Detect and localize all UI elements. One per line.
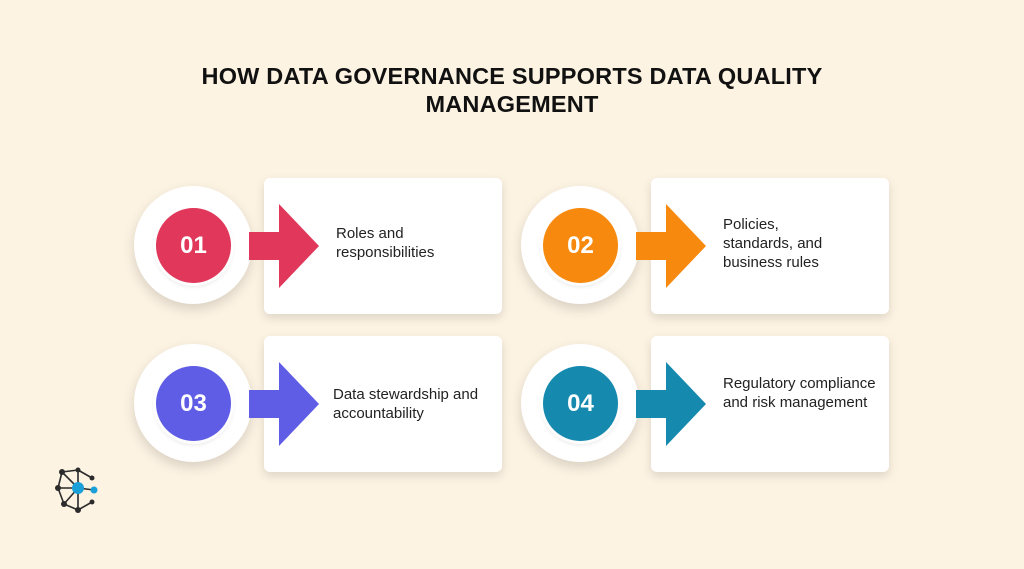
step-card-01: 01 Roles and responsibilities — [134, 178, 514, 318]
step-label: Data stewardship and accountability — [333, 386, 479, 422]
arrow-right-icon — [636, 362, 706, 446]
arrow-shape — [636, 362, 706, 446]
arrow-shape — [249, 362, 319, 446]
step-card-02: 02 Policies, standards, and business rul… — [521, 178, 901, 318]
arrow-right-icon — [249, 204, 319, 288]
step-label: Roles and responsibilities — [336, 225, 435, 261]
arrow-right-icon — [249, 362, 319, 446]
step-card-04: 04 Regulatory compliance and risk manage… — [521, 336, 901, 476]
page-title: HOW DATA GOVERNANCE SUPPORTS DATA QUALIT… — [201, 63, 823, 117]
step-number-badge: 03 — [156, 366, 231, 441]
step-number-badge: 04 — [543, 366, 618, 441]
step-number-badge: 01 — [156, 208, 231, 283]
arrow-right-icon — [636, 204, 706, 288]
step-label: Policies, standards, and business rules — [723, 216, 823, 271]
step-label: Regulatory compliance and risk managemen… — [723, 375, 876, 411]
network-logo-icon — [55, 467, 98, 513]
arrow-shape — [249, 204, 319, 288]
step-card-03: 03 Data stewardship and accountability — [134, 336, 514, 476]
step-number-badge: 02 — [543, 208, 618, 283]
arrow-shape — [636, 204, 706, 288]
